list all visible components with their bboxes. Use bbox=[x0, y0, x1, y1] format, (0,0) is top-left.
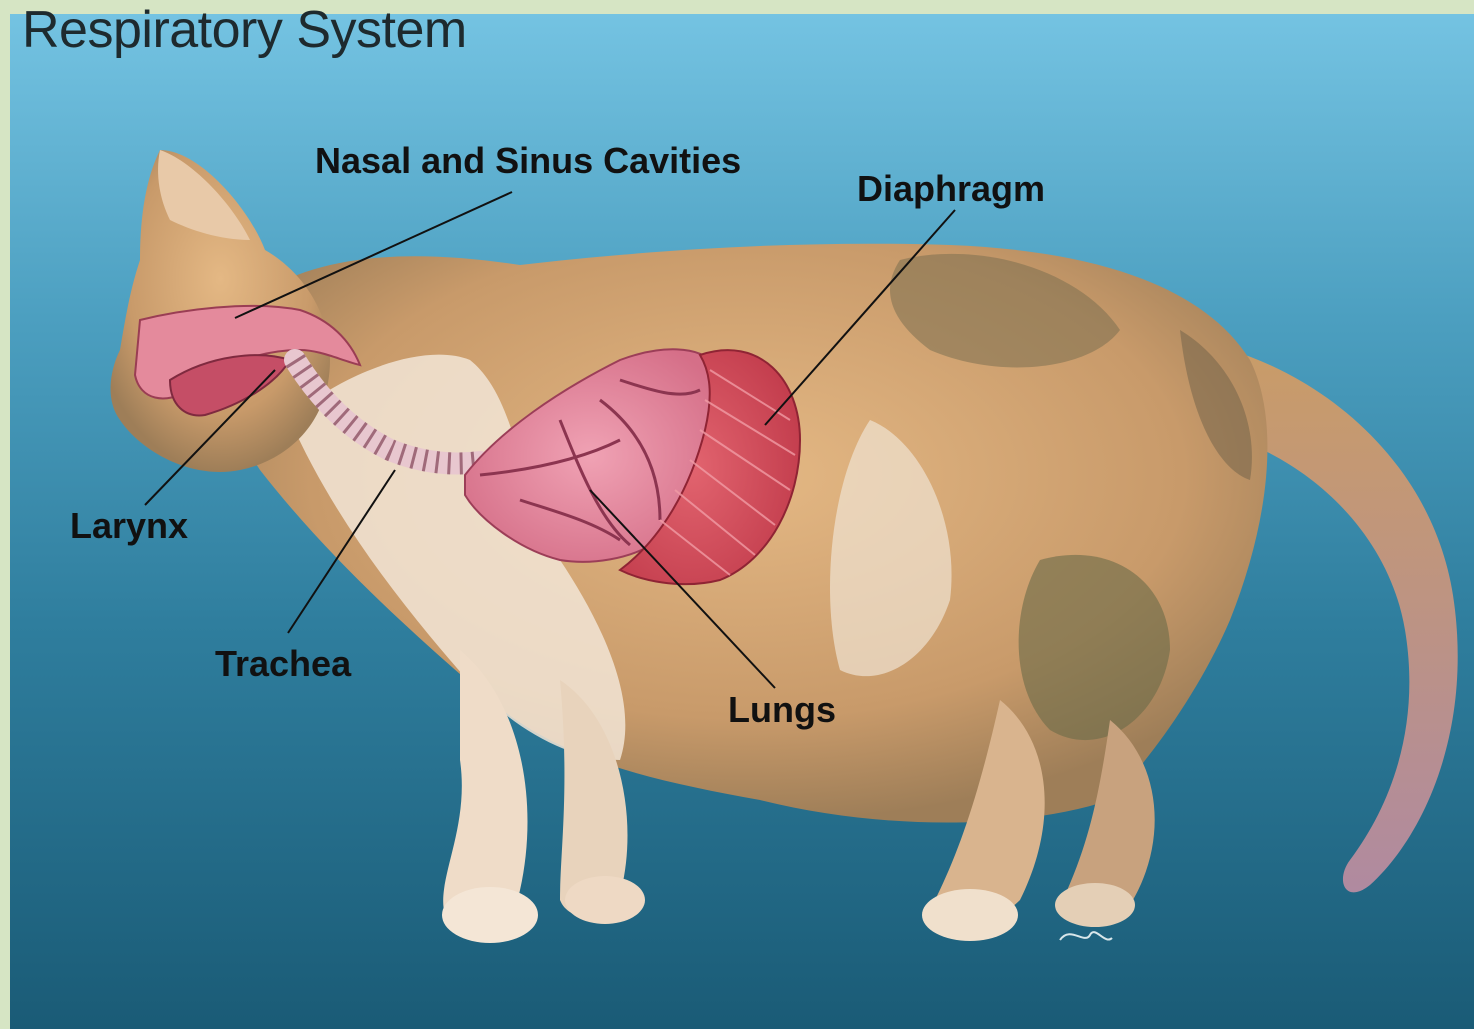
artist-signature bbox=[1060, 932, 1112, 940]
label-nasal-sinus-cavities: Nasal and Sinus Cavities bbox=[315, 143, 741, 179]
cat-paw bbox=[922, 889, 1018, 941]
diagram-title: Respiratory System bbox=[22, 2, 467, 59]
label-diaphragm: Diaphragm bbox=[857, 171, 1045, 207]
cat-paw bbox=[565, 876, 645, 924]
label-lungs: Lungs bbox=[728, 692, 836, 728]
label-larynx: Larynx bbox=[70, 508, 188, 544]
cat-paw bbox=[442, 887, 538, 943]
label-trachea: Trachea bbox=[215, 646, 351, 682]
cat-paw bbox=[1055, 883, 1135, 927]
